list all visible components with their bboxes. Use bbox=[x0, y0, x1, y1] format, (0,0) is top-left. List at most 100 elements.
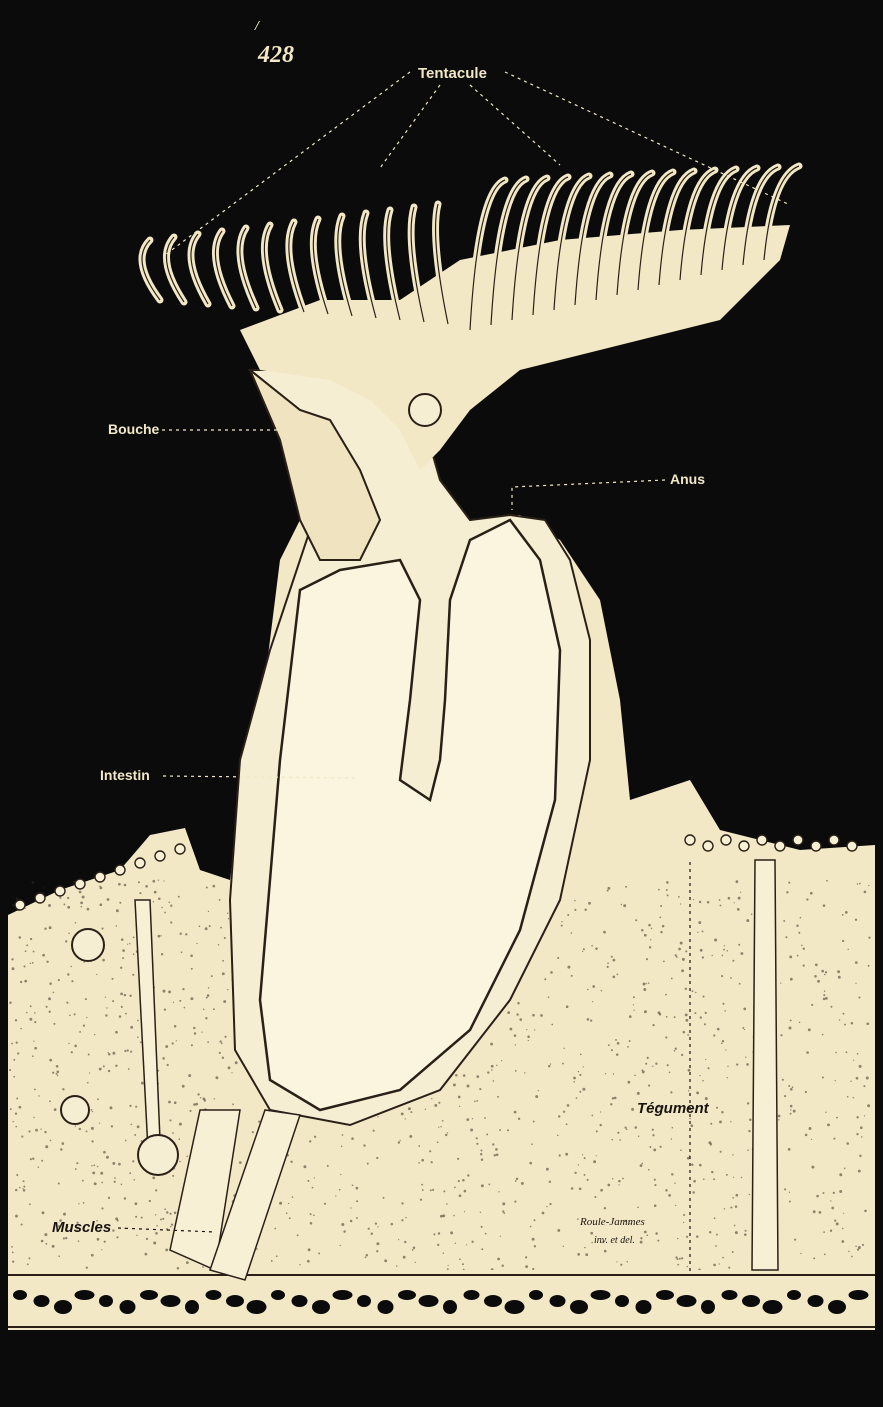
stipple-dot bbox=[623, 904, 626, 907]
stipple-dot bbox=[153, 1242, 156, 1245]
stipple-dot bbox=[314, 1136, 316, 1138]
stipple-dot bbox=[219, 1040, 221, 1042]
stipple-dot bbox=[108, 1197, 110, 1199]
stipple-dot bbox=[855, 1246, 857, 1248]
epithelial-cell bbox=[35, 893, 45, 903]
stipple-dot bbox=[702, 930, 704, 932]
stipple-dot bbox=[728, 897, 731, 900]
stipple-dot bbox=[663, 960, 665, 962]
substrate-pebble bbox=[206, 1290, 222, 1300]
stipple-dot bbox=[135, 1202, 138, 1205]
stipple-dot bbox=[415, 1262, 416, 1263]
stipple-dot bbox=[443, 1252, 444, 1253]
substrate-pebble bbox=[120, 1300, 136, 1314]
stipple-dot bbox=[339, 1189, 341, 1191]
stipple-dot bbox=[685, 1019, 688, 1022]
stipple-dot bbox=[529, 1162, 532, 1165]
stipple-dot bbox=[120, 967, 122, 969]
stipple-dot bbox=[179, 1123, 182, 1126]
stipple-dot bbox=[654, 1179, 656, 1181]
stipple-dot bbox=[103, 1151, 106, 1154]
stipple-dot bbox=[434, 1104, 437, 1107]
stipple-dot bbox=[587, 989, 589, 991]
stipple-dot bbox=[124, 1197, 126, 1199]
stipple-dot bbox=[457, 1158, 459, 1160]
stipple-dot bbox=[747, 1149, 749, 1151]
stipple-dot bbox=[695, 992, 696, 993]
stipple-dot bbox=[579, 1188, 582, 1191]
stipple-dot bbox=[646, 958, 648, 960]
stipple-dot bbox=[12, 1260, 14, 1262]
stipple-dot bbox=[685, 1013, 688, 1016]
stipple-dot bbox=[585, 1253, 588, 1256]
stipple-dot bbox=[839, 1019, 840, 1020]
stipple-dot bbox=[363, 1144, 365, 1146]
stipple-dot bbox=[431, 1098, 432, 1099]
stipple-dot bbox=[816, 1195, 819, 1198]
stipple-dot bbox=[33, 1040, 34, 1041]
stipple-dot bbox=[667, 894, 669, 896]
stipple-dot bbox=[660, 931, 662, 933]
stipple-dot bbox=[170, 905, 172, 907]
stipple-dot bbox=[80, 902, 83, 905]
stipple-dot bbox=[21, 1223, 23, 1225]
stipple-dot bbox=[742, 1027, 744, 1029]
stipple-dot bbox=[671, 978, 673, 980]
stipple-dot bbox=[207, 994, 210, 997]
stipple-dot bbox=[710, 1123, 712, 1125]
stipple-dot bbox=[785, 936, 787, 938]
stipple-dot bbox=[577, 1218, 579, 1220]
stipple-dot bbox=[44, 1131, 46, 1133]
stipple-dot bbox=[168, 1101, 171, 1104]
stipple-dot bbox=[653, 1148, 656, 1151]
stipple-dot bbox=[42, 1211, 45, 1214]
stipple-dot bbox=[105, 996, 106, 997]
stipple-dot bbox=[92, 1111, 93, 1112]
stipple-dot bbox=[68, 1043, 69, 1044]
stipple-dot bbox=[405, 1118, 406, 1119]
stipple-dot bbox=[356, 1200, 358, 1202]
stipple-dot bbox=[53, 992, 55, 994]
stipple-dot bbox=[862, 1244, 864, 1246]
stipple-dot bbox=[614, 1097, 617, 1100]
stipple-dot bbox=[635, 919, 637, 921]
stipple-dot bbox=[455, 1243, 456, 1244]
stipple-dot bbox=[735, 1231, 738, 1234]
stipple-dot bbox=[534, 1219, 536, 1221]
stipple-dot bbox=[592, 985, 595, 988]
stipple-dot bbox=[716, 1234, 718, 1236]
stipple-dot bbox=[515, 1180, 517, 1182]
stipple-dot bbox=[153, 901, 154, 902]
stipple-dot bbox=[327, 1165, 329, 1167]
stipple-dot bbox=[728, 1267, 730, 1269]
stipple-dot bbox=[149, 1200, 151, 1202]
stipple-dot bbox=[716, 1107, 718, 1109]
stipple-dot bbox=[193, 1027, 195, 1029]
stipple-dot bbox=[618, 1180, 621, 1183]
stipple-dot bbox=[152, 880, 155, 883]
stipple-dot bbox=[599, 1124, 601, 1126]
stipple-dot bbox=[792, 1086, 794, 1088]
stipple-dot bbox=[15, 1215, 18, 1218]
stipple-dot bbox=[691, 1164, 693, 1166]
stipple-dot bbox=[866, 1022, 869, 1025]
substrate-pebble bbox=[161, 1295, 181, 1307]
stipple-dot bbox=[78, 1203, 79, 1204]
epithelial-cell bbox=[75, 879, 85, 889]
stipple-dot bbox=[514, 1201, 516, 1203]
stipple-dot bbox=[203, 1009, 205, 1011]
stipple-dot bbox=[683, 1214, 685, 1216]
stipple-dot bbox=[172, 1042, 174, 1044]
stipple-dot bbox=[289, 1217, 291, 1219]
stipple-dot bbox=[30, 1005, 32, 1007]
stipple-dot bbox=[116, 909, 119, 912]
stipple-dot bbox=[805, 1134, 808, 1137]
stipple-dot bbox=[120, 993, 123, 996]
stipple-dot bbox=[179, 1000, 181, 1002]
stipple-dot bbox=[184, 1007, 186, 1009]
stipple-dot bbox=[819, 1211, 822, 1214]
stipple-dot bbox=[481, 1150, 483, 1152]
stipple-dot bbox=[82, 1180, 84, 1182]
substrate-pebble bbox=[378, 1300, 394, 1314]
stipple-dot bbox=[745, 1057, 746, 1058]
